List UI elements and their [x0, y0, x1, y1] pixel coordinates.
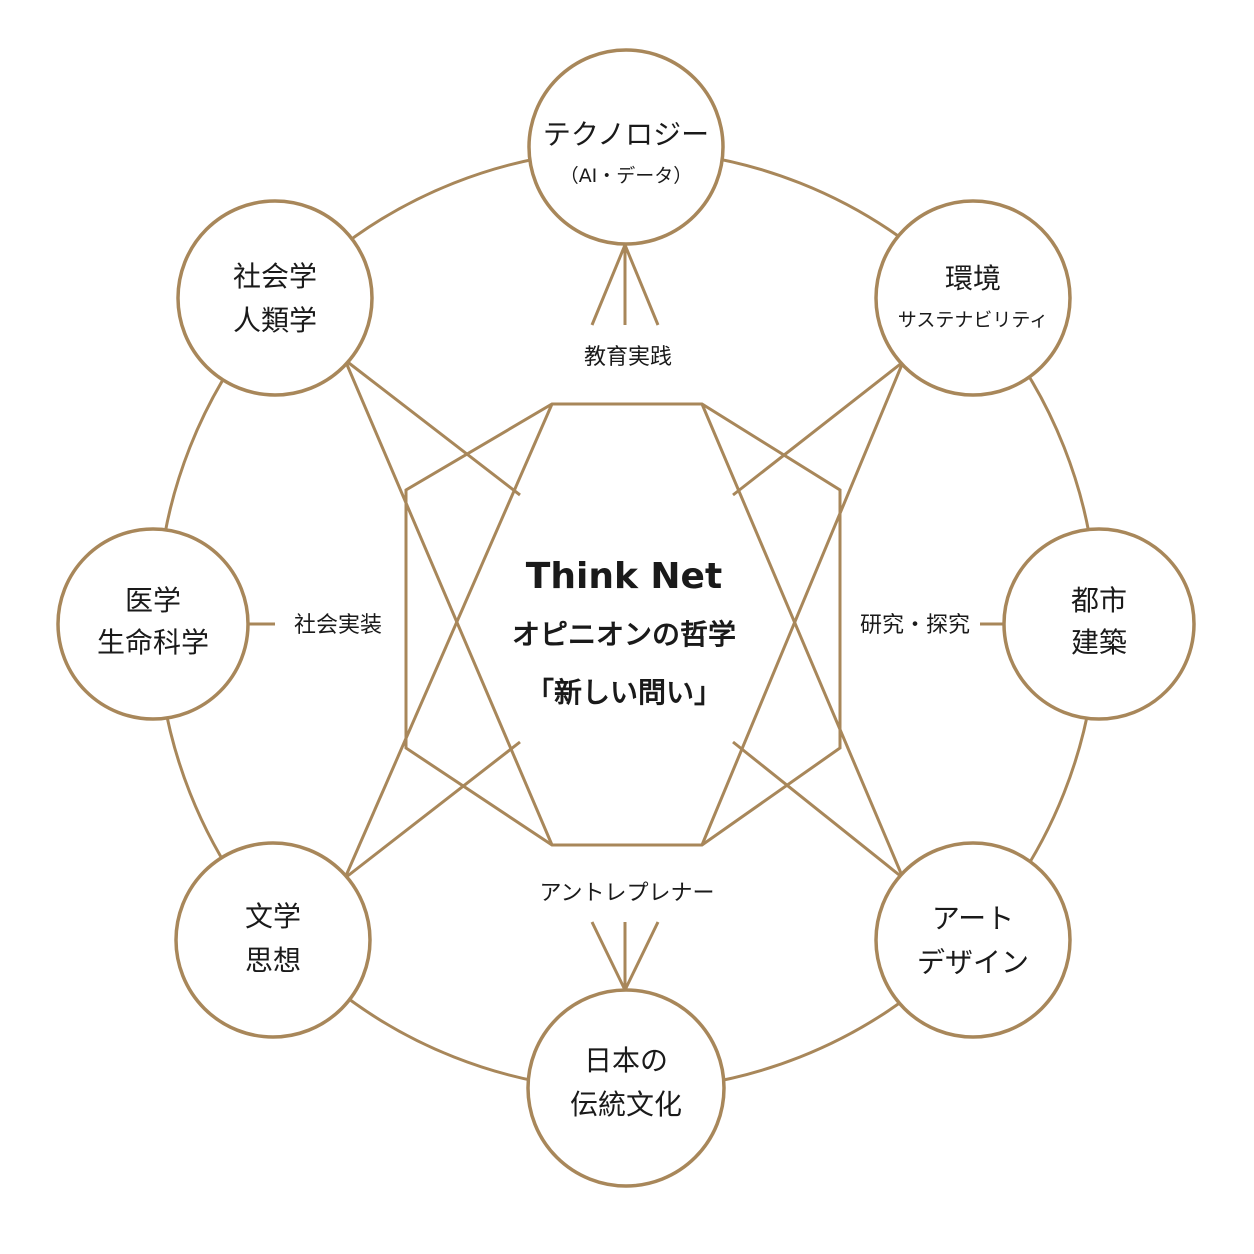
node-medicine-main: 医学 — [125, 584, 181, 617]
connector-line — [343, 359, 554, 846]
edge-label-left: 社会実装 — [294, 613, 382, 638]
edge-label-bottom: アントレプレナー — [539, 881, 714, 906]
connector-line — [344, 358, 521, 497]
node-technology-main: テクノロジー — [543, 118, 709, 151]
node-technology-sub: （AI・データ） — [560, 165, 693, 187]
fan-line — [623, 921, 660, 991]
node-literature: 文学 思想 — [174, 841, 372, 1039]
node-environment-sub: サステナビリティ — [898, 309, 1048, 331]
node-art-sub: デザイン — [917, 946, 1029, 979]
node-sociology: 社会学 人類学 — [176, 199, 374, 397]
connector-line — [700, 403, 905, 879]
center-line-1: オピニオンの哲学 — [512, 618, 736, 651]
fan-line — [623, 244, 660, 326]
connector-line — [732, 360, 904, 497]
node-tradition-main: 日本の — [584, 1044, 668, 1077]
node-technology: テクノロジー （AI・データ） — [527, 48, 725, 246]
connector-line — [732, 740, 904, 880]
node-environment: 環境 サステナビリティ — [874, 199, 1072, 397]
edge-label-top: 教育実践 — [584, 345, 672, 370]
node-medicine-sub: 生命科学 — [97, 626, 209, 659]
node-urban: 都市 建築 — [1002, 527, 1196, 721]
node-urban-main: 都市 — [1071, 584, 1127, 617]
connector-line — [700, 361, 905, 846]
node-sociology-main: 社会学 — [233, 260, 317, 293]
node-literature-main: 文学 — [245, 900, 301, 933]
edge-label-right: 研究・探究 — [860, 613, 970, 638]
node-art-main: アート — [932, 902, 1014, 935]
connector-line — [343, 403, 554, 879]
node-literature-sub: 思想 — [245, 944, 301, 977]
fan-line — [590, 921, 627, 991]
node-medicine: 医学 生命科学 — [56, 527, 250, 721]
node-environment-main: 環境 — [945, 262, 1001, 295]
node-sociology-sub: 人類学 — [233, 304, 317, 337]
fan-line — [590, 244, 627, 326]
node-urban-sub: 建築 — [1071, 626, 1127, 659]
center-line-2: 「新しい問い」 — [526, 676, 722, 709]
node-tradition: 日本の 伝統文化 — [526, 988, 726, 1188]
center-title: Think Net — [526, 556, 722, 597]
connector-line — [344, 740, 521, 880]
node-tradition-sub: 伝統文化 — [570, 1088, 682, 1121]
node-art: アート デザイン — [874, 841, 1072, 1039]
